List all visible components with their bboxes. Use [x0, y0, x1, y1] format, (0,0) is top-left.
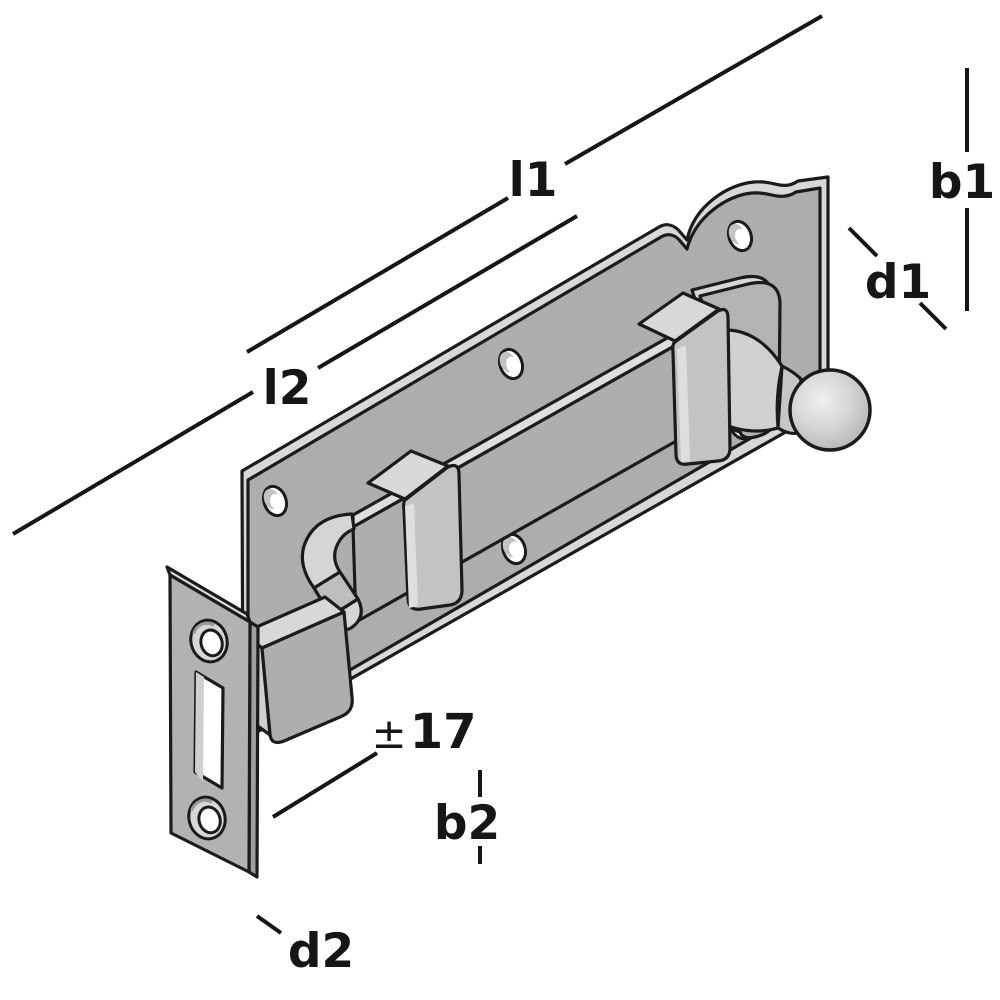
- knob-ball: [788, 368, 872, 452]
- dim-line-l1-left: [245, 196, 510, 354]
- strike-plate-slot-wall: [195, 672, 204, 782]
- neck-collar-line: [775, 365, 784, 429]
- label-plus-minus: ±: [372, 709, 407, 758]
- label-l2: l2: [263, 361, 312, 416]
- dim-line-l1-right: [564, 14, 823, 166]
- dimension-labels: l1 l2 b1 d1 ±17 b2 d2: [263, 153, 996, 979]
- middle-staple-highlight: [405, 503, 418, 608]
- label-offset-17: ±17: [372, 704, 477, 760]
- dim-line-l2-left: [11, 390, 255, 536]
- label-17: 17: [410, 704, 477, 760]
- dim-line-d2: [255, 914, 283, 935]
- label-l1: l1: [509, 153, 558, 208]
- dim-line-offset17: [271, 751, 379, 819]
- slide-bolt-assembly: [240, 175, 872, 745]
- label-b1: b1: [929, 155, 995, 210]
- strike-plate: [165, 565, 260, 879]
- handle-grip-front-face: [260, 610, 354, 745]
- dim-line-d1-upper: [847, 226, 879, 258]
- right-staple-highlight: [677, 345, 690, 462]
- label-d1: d1: [865, 255, 931, 310]
- dimension-lines: [11, 14, 969, 935]
- middle-staple-band: [402, 463, 464, 611]
- dim-line-d1-lower: [918, 301, 948, 331]
- dim-line-l2-right: [316, 214, 579, 370]
- label-b2: b2: [434, 796, 500, 851]
- label-d2: d2: [288, 924, 354, 979]
